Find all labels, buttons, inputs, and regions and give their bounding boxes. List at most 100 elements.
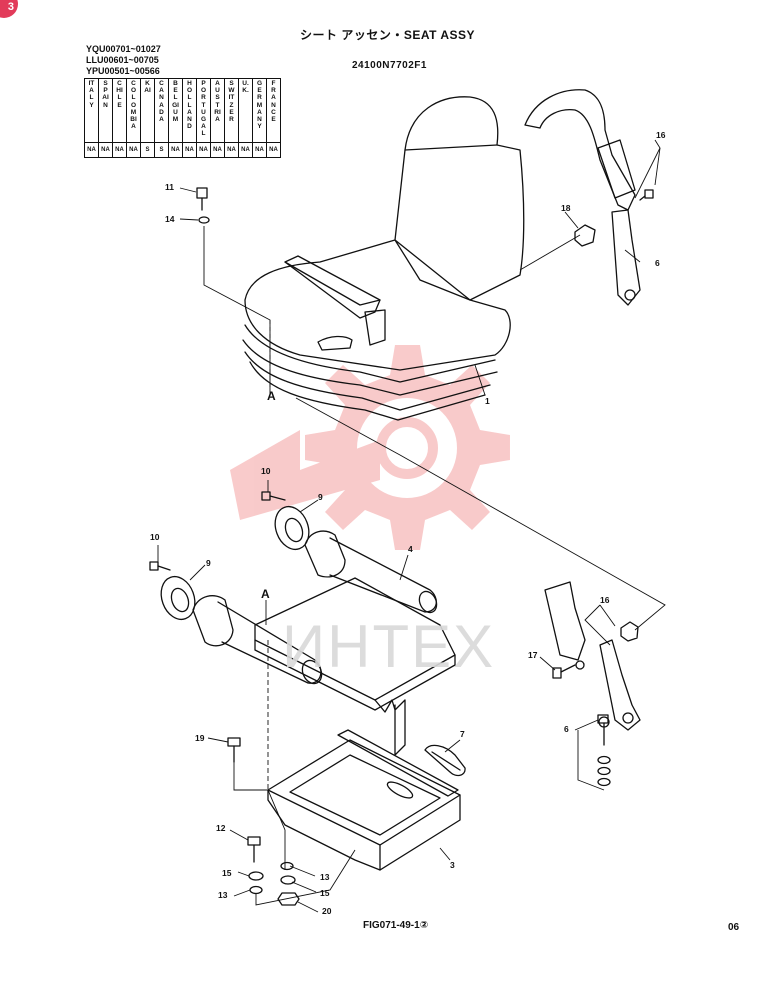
seat-belt-eyelet xyxy=(624,289,636,301)
bolt-6-lower xyxy=(597,714,609,746)
rubber-bumper xyxy=(574,224,596,247)
country-name: ITALY xyxy=(88,80,95,109)
country-code: NA xyxy=(98,142,113,158)
country-name: GERMANY xyxy=(256,80,263,131)
seat-lever xyxy=(317,335,353,351)
country-code: NA xyxy=(266,142,281,158)
country-name: CANADA xyxy=(159,80,164,124)
mounting-plate-edge xyxy=(254,639,456,711)
seat-armrest-top xyxy=(284,261,381,306)
seat-base-rail xyxy=(337,729,459,797)
seat-cushion xyxy=(244,239,511,371)
rail-flange xyxy=(304,530,346,578)
rubber-bumper-lower xyxy=(620,621,639,642)
country-name: PORTUGAL xyxy=(200,80,207,138)
watermark-swoosh xyxy=(230,430,380,520)
seat-suspension-layer xyxy=(244,324,496,383)
callout-label: 18 xyxy=(561,203,571,213)
seat-suspension-layer xyxy=(242,339,498,396)
country-applicability-table: ITALY SPAIN CHILE COLOMBIA KAI CANADA BE… xyxy=(84,78,281,158)
seat-base-wall xyxy=(379,794,461,871)
callout-label: 15 xyxy=(320,888,330,898)
slot-cover-inner xyxy=(431,751,461,771)
callout-label: 9 xyxy=(318,492,323,502)
callout-label: 3 xyxy=(450,860,455,870)
watermark-gear-logo xyxy=(230,345,510,550)
seat-base-flange xyxy=(267,789,381,871)
diagram-title: シート アッセン・SEAT ASSY xyxy=(300,28,476,42)
rail-tube-end xyxy=(418,590,438,614)
callout-label: 16 xyxy=(656,130,666,140)
callout-label: 16 xyxy=(600,595,610,605)
washer-6-lower xyxy=(597,777,611,787)
country-name: FRANCE xyxy=(271,80,276,124)
seat-belt-anchor-plate xyxy=(611,209,641,306)
seat-belt-tongue-lower xyxy=(599,639,641,731)
callout-label: 13 xyxy=(320,872,330,882)
seat-armrest xyxy=(284,255,381,319)
nut-20 xyxy=(277,892,300,906)
slot-cover xyxy=(424,744,466,777)
washer-14 xyxy=(198,216,210,224)
callout-label: 19 xyxy=(195,733,205,743)
part-number: 24100N7702F1 xyxy=(352,60,427,71)
bushing-left xyxy=(160,575,196,621)
watermark-text: ИНТЕХ xyxy=(282,613,496,680)
callout-label: 4 xyxy=(408,544,413,554)
seat-belt-strap xyxy=(524,89,636,211)
bushing-bore xyxy=(170,587,190,613)
bushing-flange xyxy=(160,575,196,621)
bushing-bore xyxy=(284,517,304,543)
corner-badge: 3 xyxy=(0,0,18,18)
washer-15-right xyxy=(280,875,296,885)
seat-backrest xyxy=(394,96,525,301)
leader-lines xyxy=(157,139,666,913)
seat-suspension-base xyxy=(249,361,486,421)
lockwasher-13-right xyxy=(280,861,294,871)
washer-15-left xyxy=(248,871,264,881)
seat-base-slot xyxy=(386,781,414,799)
seat-bracket xyxy=(364,309,386,346)
country-name: KAI xyxy=(144,80,151,95)
callout-label: A xyxy=(267,389,276,403)
seat-headrest-seam xyxy=(404,144,498,151)
page-number: 06 xyxy=(728,922,740,933)
callout-label: 14 xyxy=(165,214,175,224)
callout-label: 20 xyxy=(322,906,332,916)
seat-belt-buckle-lower xyxy=(544,581,586,661)
seat-belt-eyelet-lower xyxy=(622,712,634,724)
country-name: U.K. xyxy=(242,80,249,95)
callout-label: 17 xyxy=(528,650,538,660)
bushing-flange xyxy=(274,505,310,551)
bolt-12 xyxy=(247,836,261,863)
callout-label: 9 xyxy=(206,558,211,568)
seat-assembly xyxy=(242,96,525,421)
figure-reference: FIG071-49-1② xyxy=(363,920,429,931)
country-name: CHILE xyxy=(116,80,123,109)
callout-label: 10 xyxy=(150,532,160,542)
watermark-inner-ring xyxy=(376,417,438,479)
bolt-17 xyxy=(552,664,576,679)
country-code: NA xyxy=(210,142,225,158)
serial-range: LLU00601~00705 xyxy=(86,55,159,65)
callout-label: 1 xyxy=(485,396,490,406)
seat-suspension-layer xyxy=(244,351,491,411)
seat-base-inner xyxy=(289,754,441,836)
bolt-16 xyxy=(639,189,654,201)
country-name: SWITZER xyxy=(228,80,235,124)
country-name: SPAIN xyxy=(102,80,109,109)
slide-rail-left xyxy=(192,595,323,685)
callout-label: A xyxy=(261,587,270,601)
callout-label: 15 xyxy=(222,868,232,878)
bolt-10-upper xyxy=(261,491,286,501)
country-name: BELGIUM xyxy=(172,80,179,124)
seat-belt-eyelet-lower xyxy=(575,660,585,670)
serial-ranges: YQU00701~01027 LLU00601~00705 YPU00501~0… xyxy=(86,44,161,77)
callout-labels: 11 14 A 1 16 18 6 10 9 10 9 4 A 16 17 6 … xyxy=(150,130,666,916)
lockwasher-13-left xyxy=(249,885,263,895)
serial-range: YPU00501~00566 xyxy=(86,66,160,76)
bolt-19 xyxy=(227,737,241,763)
country-name: COLOMBIA xyxy=(130,80,137,131)
callout-label: 12 xyxy=(216,823,226,833)
